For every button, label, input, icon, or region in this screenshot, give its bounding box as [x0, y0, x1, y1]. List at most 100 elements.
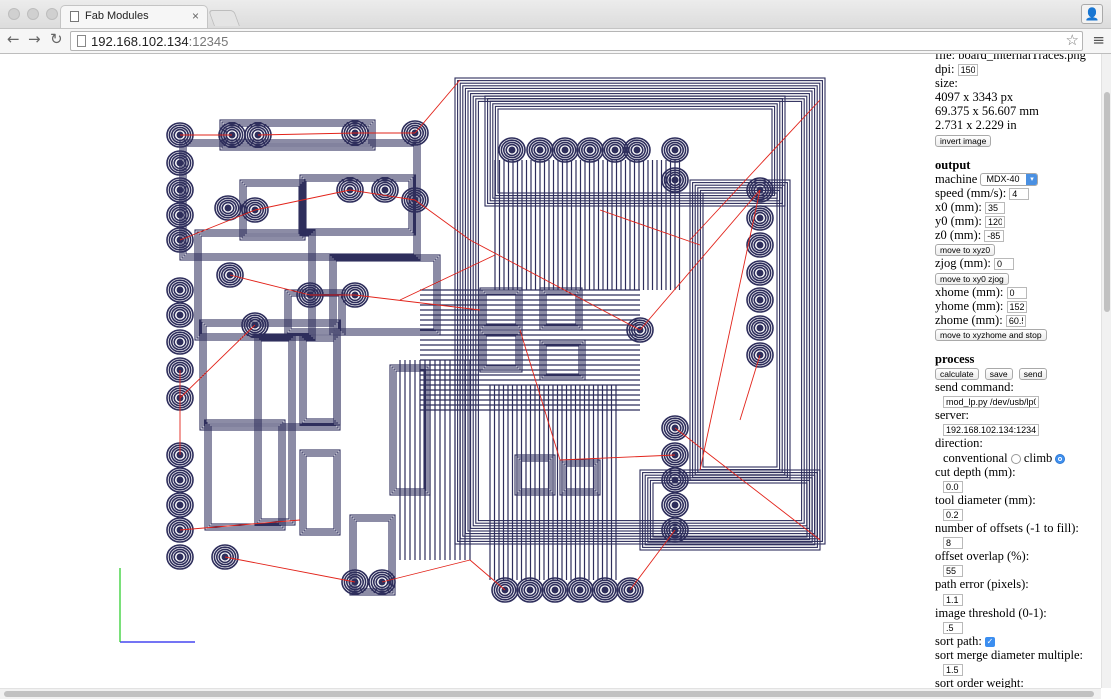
component-pad: [219, 199, 238, 217]
tab-fab-modules[interactable]: Fab Modules ×: [60, 5, 208, 28]
new-tab-button[interactable]: [208, 10, 240, 26]
header-pad: [173, 183, 187, 197]
component-pad: [246, 316, 265, 334]
trace-block: [260, 340, 290, 520]
chip-pad: [559, 459, 601, 496]
rapid-move-line: [689, 99, 821, 241]
climb-radio[interactable]: [1055, 453, 1066, 464]
header-pad: [168, 469, 192, 491]
vertical-scrollbar[interactable]: [1101, 54, 1111, 688]
component-pad: [221, 266, 240, 284]
header-pad: [173, 523, 187, 537]
zoom-window-button[interactable]: [46, 8, 58, 20]
header-pad: [746, 342, 774, 368]
component-pad: [368, 569, 396, 595]
machine-select[interactable]: MDX-40▾: [980, 173, 1039, 187]
header-pad: [168, 204, 192, 226]
xhome-input[interactable]: [1006, 286, 1027, 299]
reload-icon[interactable]: ↻: [50, 30, 63, 48]
header-pad-hole: [176, 159, 184, 167]
conventional-radio[interactable]: [1010, 453, 1021, 464]
path-error-input[interactable]: [943, 593, 963, 606]
toolpath-canvas[interactable]: [0, 54, 930, 688]
trace-block: [210, 425, 280, 525]
order-weight-label: sort order weight:: [935, 676, 1024, 688]
z0-input[interactable]: [984, 230, 1005, 243]
server-input[interactable]: [943, 424, 1039, 437]
vertical-scrollbar-thumb[interactable]: [1104, 92, 1110, 312]
close-tab-icon[interactable]: ×: [191, 9, 199, 23]
rapid-move-line: [179, 324, 256, 399]
x0-input[interactable]: [985, 202, 1005, 215]
dpi-input[interactable]: [957, 64, 978, 77]
chip-pad: [479, 329, 523, 373]
component-pad: [665, 171, 684, 189]
trace-block: [351, 516, 394, 594]
file-name: board_internalTraces.png: [958, 54, 1086, 62]
header-pad: [168, 331, 192, 353]
tool-diameter-input[interactable]: [943, 509, 963, 522]
cut-depth-input[interactable]: [943, 480, 963, 493]
yhome-input[interactable]: [1006, 300, 1027, 313]
header-pad: [663, 139, 687, 161]
offsets-input[interactable]: [943, 537, 963, 550]
header-pad: [616, 577, 644, 603]
component-pad: [241, 312, 269, 338]
move-to-xyzhome-button[interactable]: move to xyzhome and stop: [935, 328, 1047, 341]
overlap-input[interactable]: [943, 565, 963, 578]
rapid-move-line: [381, 559, 471, 583]
move-to-xy0-zjog-button[interactable]: move to xy0 zjog: [935, 272, 1009, 285]
minimize-window-button[interactable]: [27, 8, 39, 20]
rapid-move-line: [349, 189, 416, 201]
header-pad: [748, 234, 772, 256]
header-pad: [573, 583, 587, 597]
header-pad: [623, 137, 651, 163]
send-button[interactable]: send: [1018, 368, 1048, 381]
trace-block: [206, 421, 284, 529]
header-pad: [166, 302, 194, 328]
zjog-input[interactable]: [994, 258, 1015, 271]
component-pad: [218, 550, 232, 564]
component-pad: [216, 197, 240, 219]
header-pad: [753, 348, 767, 362]
trace-block: [301, 451, 339, 534]
header-pad: [663, 469, 687, 491]
zhome-input[interactable]: [1005, 314, 1026, 327]
threshold-input[interactable]: [943, 621, 963, 634]
header-pad: [168, 546, 192, 568]
bookmark-star-icon[interactable]: ☆: [1065, 31, 1079, 49]
header-pad: [518, 579, 542, 601]
header-pad: [665, 419, 684, 437]
component-pad: [375, 181, 394, 199]
component-pad-hole: [671, 176, 679, 184]
invert-image-button[interactable]: invert image: [935, 134, 992, 147]
chip-pad: [520, 460, 550, 490]
component-pad: [248, 203, 262, 217]
header-pad: [553, 139, 577, 161]
calculate-button[interactable]: calculate: [935, 368, 979, 381]
header-pad: [551, 137, 579, 163]
speed-input[interactable]: [1009, 187, 1030, 200]
header-pad: [668, 143, 682, 157]
trace-block: [204, 419, 286, 531]
merge-input[interactable]: [943, 664, 963, 677]
save-button[interactable]: save: [984, 368, 1013, 381]
rapid-move-line: [674, 427, 821, 541]
header-pad: [591, 577, 619, 603]
component-pad: [243, 199, 267, 221]
back-icon[interactable]: ←: [7, 30, 20, 48]
horizontal-scrollbar-thumb[interactable]: [4, 691, 1094, 697]
component-pad: [221, 201, 235, 215]
send-command-input[interactable]: [943, 396, 1039, 409]
profile-icon[interactable]: 👤: [1081, 4, 1103, 24]
forward-icon[interactable]: →: [28, 30, 41, 48]
header-pad: [663, 519, 687, 541]
browser-menu-icon[interactable]: ≡: [1092, 31, 1105, 49]
close-window-button[interactable]: [8, 8, 20, 20]
horizontal-scrollbar[interactable]: [0, 688, 1101, 699]
overlap-label: offset overlap (%):: [935, 549, 1030, 564]
y0-input[interactable]: [985, 216, 1005, 229]
sort-path-checkbox[interactable]: ✓: [985, 636, 995, 647]
move-to-xyz0-button[interactable]: move to xyz0: [935, 244, 996, 257]
address-bar[interactable]: 192.168.102.134:12345 ☆: [70, 31, 1083, 51]
